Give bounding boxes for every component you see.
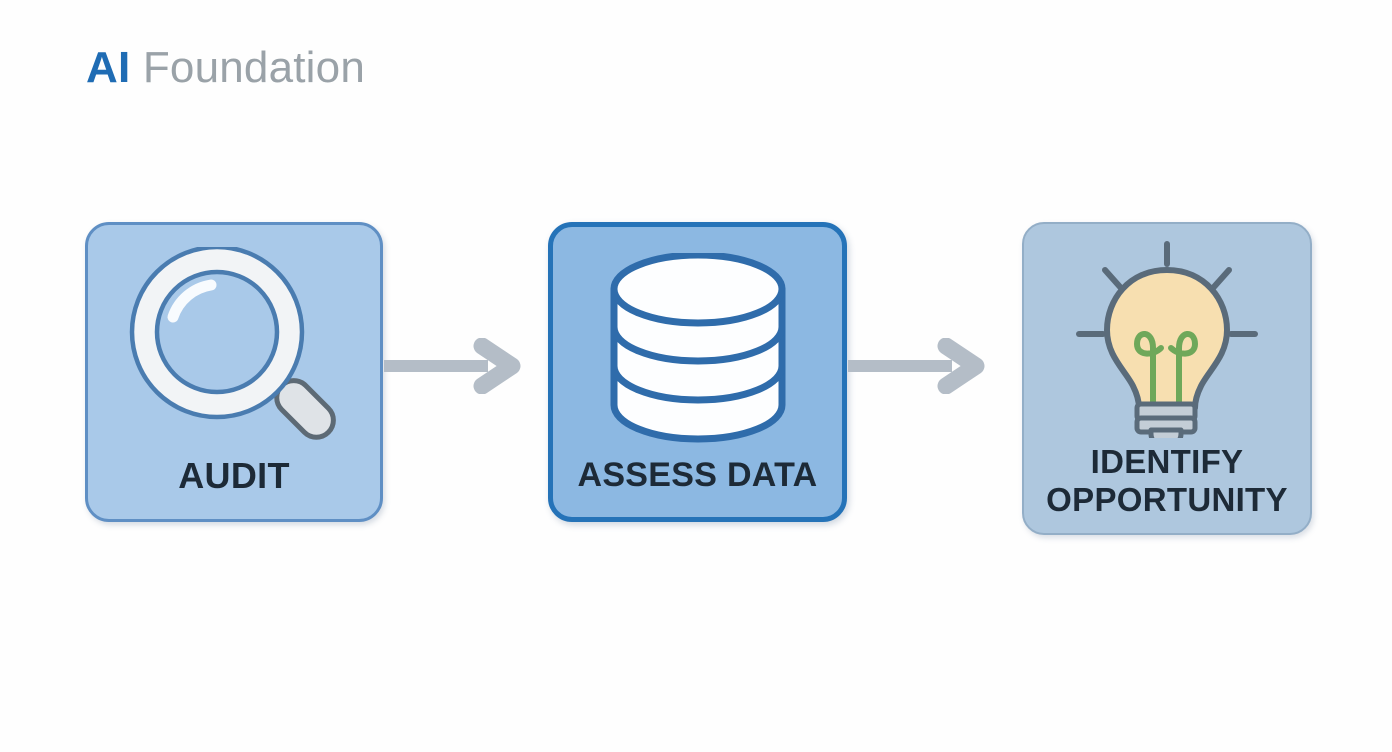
lightbulb-icon: [1067, 238, 1267, 450]
page-title-prefix: AI: [86, 43, 131, 92]
page-title-suffix: Foundation: [130, 43, 366, 92]
flow-step-identify-opportunity[interactable]: IDENTIFY OPPORTUNITY: [1022, 222, 1312, 535]
flow-step-audit[interactable]: AUDIT: [85, 222, 383, 522]
magnifying-glass-icon: [129, 244, 339, 452]
page-title: AI Foundation: [86, 40, 365, 96]
flow-step-label: IDENTIFY OPPORTUNITY: [1046, 443, 1288, 518]
flow-step-label: ASSESS DATA: [577, 456, 818, 494]
flow-step-assess-data[interactable]: ASSESS DATA: [548, 222, 847, 522]
arrow-right-icon-2: [848, 337, 988, 399]
arrow-right-icon-1: [384, 337, 524, 399]
database-icon: [598, 251, 798, 450]
flow-step-label: AUDIT: [178, 455, 290, 496]
